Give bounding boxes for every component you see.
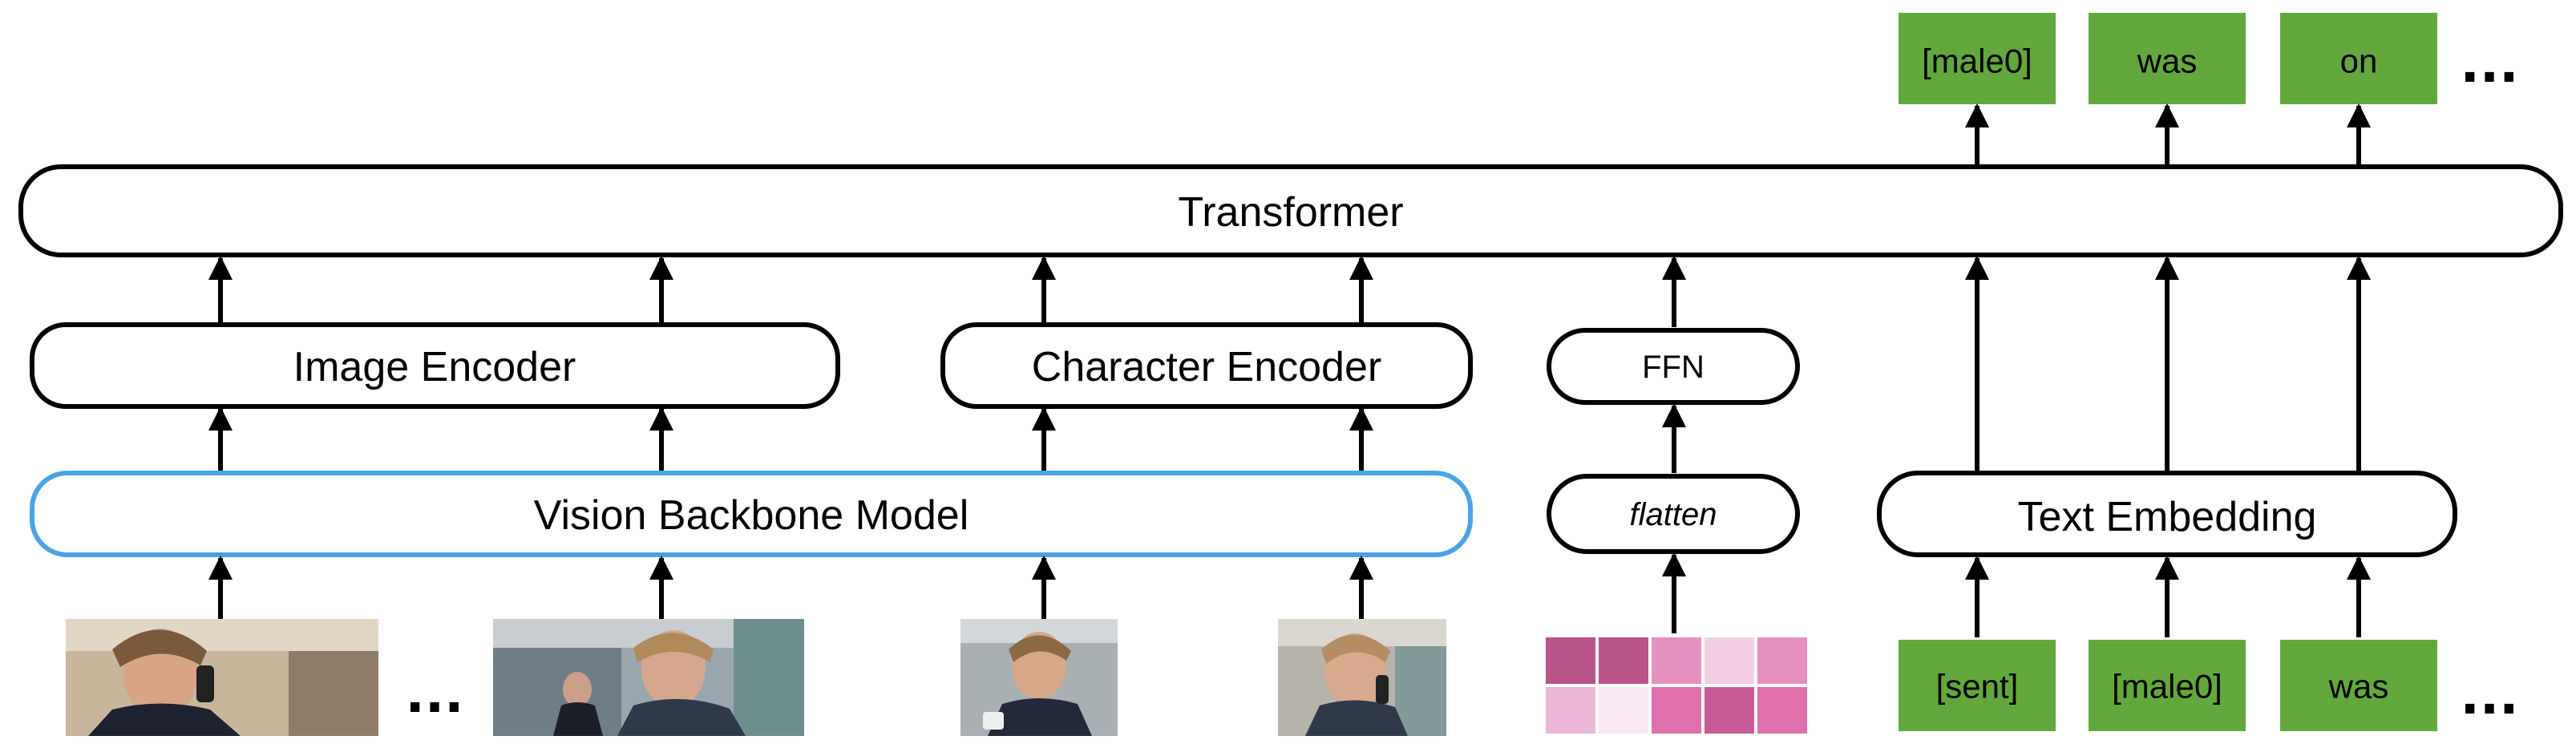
heatmap-cell bbox=[1546, 637, 1595, 684]
transformer-input-arrows bbox=[208, 256, 2371, 473]
input-token: [sent] bbox=[1936, 668, 2019, 706]
output-token: on bbox=[2340, 42, 2378, 80]
movie-frame-4 bbox=[1278, 619, 1446, 736]
text-embedding-box bbox=[1877, 471, 2457, 557]
heatmap-cell bbox=[1599, 637, 1648, 684]
input-ellipsis: ... bbox=[2461, 667, 2519, 726]
ffn-label: FFN bbox=[1642, 350, 1705, 385]
heatmap-cell bbox=[1757, 687, 1807, 734]
heatmap-cell bbox=[1652, 687, 1701, 734]
movie-frame-1 bbox=[66, 619, 378, 736]
movie-frame-3 bbox=[960, 619, 1118, 736]
heatmap-cell bbox=[1599, 687, 1648, 734]
input-token: was bbox=[2328, 668, 2389, 706]
movie-frame-2 bbox=[493, 619, 804, 736]
vision-backbone-box bbox=[30, 471, 1473, 557]
character-encoder-label: Character Encoder bbox=[1032, 344, 1381, 390]
feature-heatmap bbox=[1546, 637, 1807, 734]
heatmap-cell bbox=[1757, 637, 1807, 684]
output-token-box bbox=[2089, 13, 2246, 104]
text-embedding-label: Text Embedding bbox=[2018, 494, 2317, 540]
output-token: [male0] bbox=[1922, 42, 2032, 80]
frames-ellipsis: ... bbox=[406, 665, 464, 725]
input-token: [male0] bbox=[2112, 668, 2222, 706]
character-encoder-box bbox=[940, 322, 1473, 409]
output-tokens: [male0] was on ... bbox=[1899, 13, 2518, 104]
flatten-box bbox=[1547, 474, 1800, 554]
output-token-box bbox=[1899, 13, 2056, 104]
input-token-box bbox=[2280, 640, 2437, 731]
output-arrows bbox=[1965, 103, 2371, 164]
output-token: was bbox=[2137, 42, 2198, 80]
backbone-output-arrows bbox=[208, 403, 1686, 473]
heatmap-cell bbox=[1705, 687, 1754, 734]
transformer-label: Transformer bbox=[1178, 189, 1403, 236]
input-tokens: [sent] [male0] was ... bbox=[1899, 640, 2518, 731]
input-arrows bbox=[208, 552, 2371, 637]
output-ellipsis: ... bbox=[2461, 35, 2519, 95]
heatmap-cell bbox=[1705, 637, 1754, 684]
output-token-box bbox=[2280, 13, 2437, 104]
heatmap-cell bbox=[1652, 637, 1701, 684]
vision-backbone-label: Vision Backbone Model bbox=[534, 492, 969, 539]
heatmap-cell bbox=[1546, 687, 1595, 734]
image-encoder-label: Image Encoder bbox=[293, 344, 576, 390]
flatten-label: flatten bbox=[1630, 497, 1717, 532]
transformer-box bbox=[18, 164, 2563, 257]
image-encoder-box bbox=[30, 322, 840, 409]
input-token-box bbox=[1899, 640, 2056, 731]
ffn-box bbox=[1547, 328, 1800, 405]
input-token-box bbox=[2089, 640, 2246, 731]
